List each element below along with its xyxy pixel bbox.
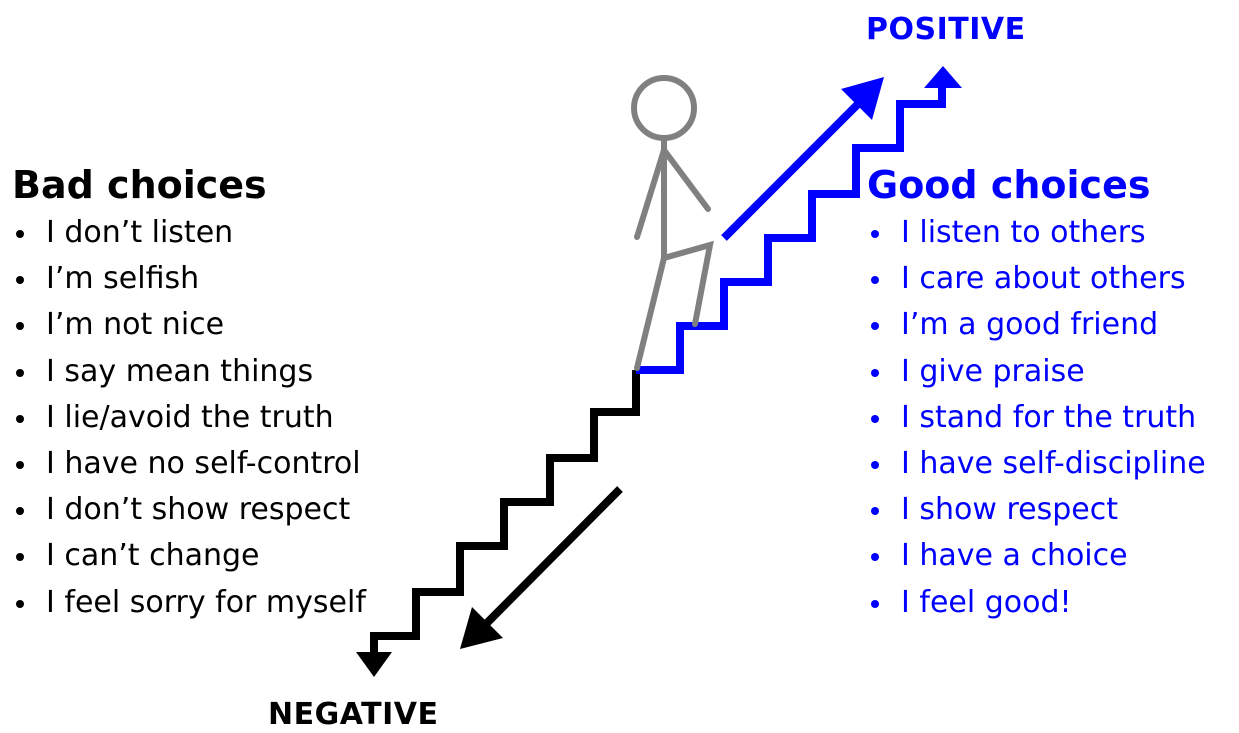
bad-choices-list: I don’t listen I’m selfish I’m not nice …: [12, 210, 366, 626]
upward-arrow-shaft: [721, 93, 869, 241]
good-choices-list: I listen to others I care about others I…: [867, 210, 1206, 626]
list-item: I lie/avoid the truth: [12, 395, 366, 441]
negative-staircase: [370, 370, 640, 665]
positive-staircase-arrowhead: [924, 66, 962, 88]
list-item: I can’t change: [12, 533, 366, 579]
stick-figure-back-leg: [634, 255, 667, 371]
downward-arrow-shaft: [475, 486, 623, 635]
bad-choices-heading: Bad choices: [12, 163, 267, 207]
upward-arrow-head: [841, 77, 884, 120]
list-item: I stand for the truth: [867, 395, 1206, 441]
list-item: I feel good!: [867, 580, 1206, 626]
stick-figure-front-leg: [661, 240, 714, 327]
list-item: I show respect: [867, 487, 1206, 533]
list-item: I care about others: [867, 256, 1206, 302]
stick-figure-left-arm: [634, 147, 667, 240]
list-item: I give praise: [867, 349, 1206, 395]
list-item: I don’t listen: [12, 210, 366, 256]
stick-figure-right-arm: [661, 147, 711, 212]
list-item: I’m selfish: [12, 256, 366, 302]
list-item: I listen to others: [867, 210, 1206, 256]
stick-figure: [631, 75, 714, 371]
list-item: I have self-discipline: [867, 441, 1206, 487]
negative-staircase-arrowhead: [356, 652, 392, 677]
list-item: I say mean things: [12, 349, 366, 395]
positive-label: POSITIVE: [866, 12, 1026, 47]
list-item: I feel sorry for myself: [12, 580, 366, 626]
downward-arrow-head: [460, 607, 503, 649]
list-item: I’m not nice: [12, 302, 366, 348]
list-item: I have no self-control: [12, 441, 366, 487]
negative-label: NEGATIVE: [268, 697, 439, 732]
list-item: I have a choice: [867, 533, 1206, 579]
list-item: I’m a good friend: [867, 302, 1206, 348]
stick-figure-head: [631, 75, 697, 141]
good-choices-heading: Good choices: [867, 163, 1151, 207]
list-item: I don’t show respect: [12, 487, 366, 533]
